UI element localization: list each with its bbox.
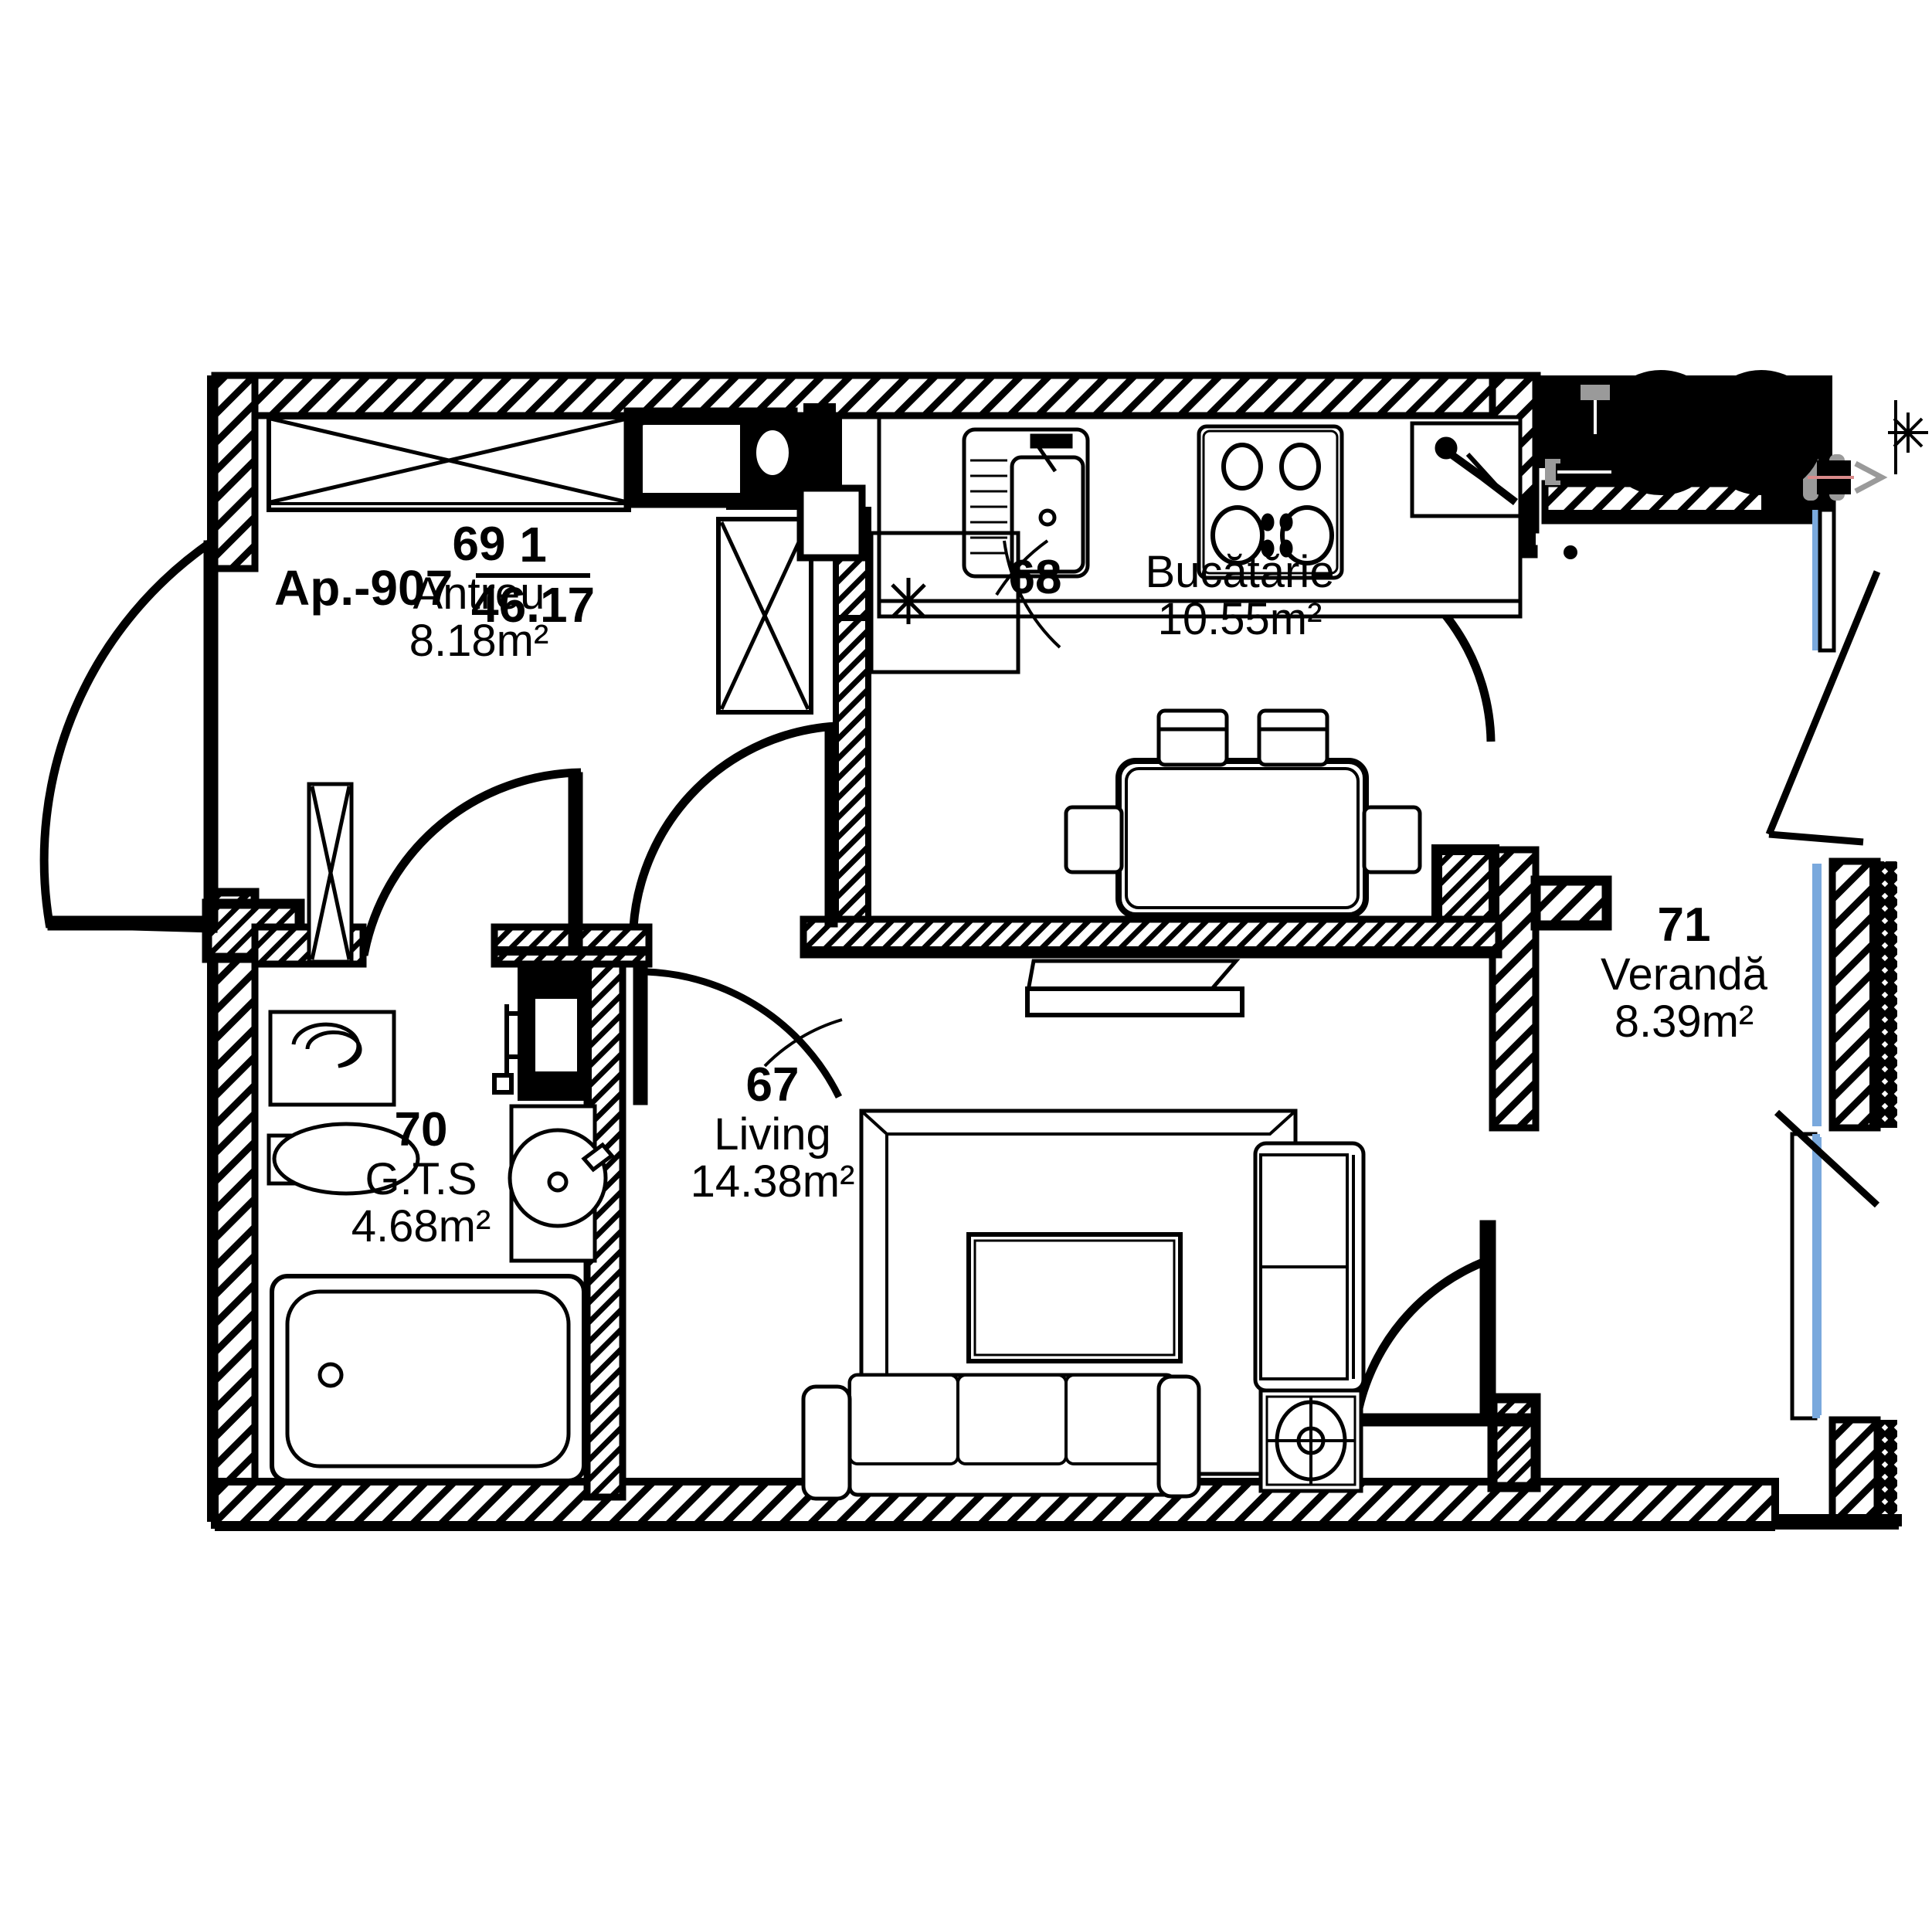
tv-unit — [1025, 959, 1244, 1017]
bathtub — [270, 1274, 586, 1483]
room-number-67: 67 — [745, 1058, 800, 1112]
towel-rail — [492, 1004, 528, 1095]
room-name-antreu: Antreu — [413, 568, 545, 619]
room-label-antreu: 69 Antreu 8.18m² — [409, 519, 549, 665]
fraction-bar — [475, 572, 591, 578]
wardrobe-side — [716, 517, 813, 715]
door-living-veranda[interactable] — [1352, 1220, 1538, 1427]
dining-chairs — [1064, 708, 1422, 874]
ac-outdoor-unit-right — [1699, 370, 1824, 495]
vent-star-icon — [885, 578, 932, 624]
room-name-gts: G.T.S — [365, 1153, 477, 1204]
apartment-area-fraction: 1 46.17 — [470, 517, 596, 633]
apartment-total-area: 46.17 — [470, 576, 596, 633]
room-area-antreu: 8.18m² — [409, 616, 549, 667]
apartment-level: 1 — [519, 517, 547, 572]
armchair — [1253, 1141, 1366, 1393]
coffee-table — [966, 1232, 1183, 1363]
wardrobe-top — [267, 415, 631, 512]
side-table — [1258, 1388, 1363, 1493]
room-name-living: Living — [714, 1109, 831, 1160]
snowflake-hvac-icon — [1888, 413, 1928, 453]
room-area-living: 14.38m² — [690, 1156, 855, 1207]
room-area-gts: 4.68m² — [351, 1201, 491, 1252]
lead-lines — [763, 539, 1061, 1068]
room-number-68: 68 — [1008, 551, 1062, 604]
window-veranda-low — [1790, 1132, 1822, 1421]
room-area-veranda: 8.39m² — [1614, 997, 1754, 1047]
washing-machine — [623, 407, 803, 508]
wall-right-core — [1431, 844, 1541, 1492]
antreu-fixtures — [267, 407, 866, 964]
apartment-label: Ap.-907 1 46.17 — [274, 517, 596, 633]
washbasin — [268, 1010, 396, 1107]
room-number-69: 69 — [452, 518, 506, 571]
pipe-fitting-top — [1581, 385, 1610, 454]
veranda-elements — [1545, 370, 1881, 1208]
bathroom-fixtures — [267, 1004, 615, 1483]
room-label-bucatarie: Bucătărie 10.55m² — [1145, 548, 1334, 643]
pipe-fitting-side — [1545, 458, 1636, 486]
vanity-sink — [508, 1104, 615, 1263]
kitchen-sink — [962, 427, 1090, 579]
dining-table — [1115, 758, 1369, 918]
toilet — [267, 1122, 420, 1196]
door-entry[interactable] — [39, 532, 219, 933]
door-living[interactable] — [629, 722, 843, 1105]
kitchen-fixtures — [869, 415, 1523, 918]
window-veranda-mid — [1812, 864, 1822, 1126]
veranda-guide-lines — [1765, 570, 1881, 1208]
sofa — [801, 1373, 1201, 1501]
wall-kitchen-living — [800, 915, 1502, 959]
room-number-70: 70 — [394, 1103, 448, 1156]
room-name-bucatarie: Bucătărie — [1145, 547, 1335, 597]
living-furniture — [801, 959, 1366, 1501]
room-label-veranda: 71 Verandă 8.39m² — [1601, 900, 1767, 1046]
wall-top-left — [251, 372, 1541, 419]
room-number-71: 71 — [1657, 898, 1711, 952]
room-label-living: 67 Living 14.38m² — [691, 1060, 855, 1206]
room-number-marker-68: 68 — [1009, 552, 1062, 603]
cooktop — [1197, 424, 1344, 580]
room-label-gts: 70 G.T.S 4.68m² — [351, 1105, 491, 1251]
window-veranda-top — [1812, 508, 1836, 653]
wardrobe-lower — [307, 782, 354, 964]
kitchen-appliance — [1410, 421, 1523, 518]
doors — [39, 532, 1538, 1427]
room-area-bucatarie: 10.55m² — [1157, 594, 1323, 645]
door-bathroom[interactable] — [360, 768, 583, 956]
apartment-code: Ap.-907 — [274, 559, 453, 616]
room-name-veranda: Verandă — [1600, 949, 1768, 1000]
